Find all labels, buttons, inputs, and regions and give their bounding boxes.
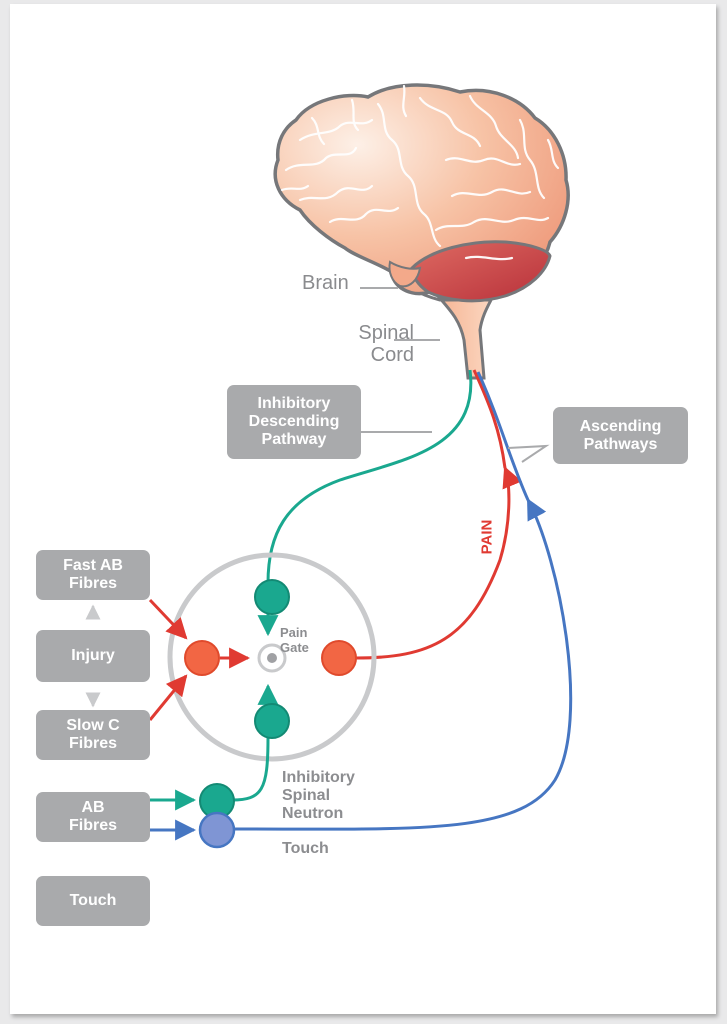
ab-fibres-box: AB Fibres (36, 792, 150, 842)
brain-label: Brain (302, 272, 349, 294)
pain-pathway-line (355, 466, 522, 660)
inhibitory-descending-pathway-box: Inhibitory Descending Pathway (227, 385, 361, 459)
pain-gate-label: Pain Gate (280, 625, 309, 655)
spinal-gate-circle (167, 552, 377, 762)
purple-touch-neuron (198, 811, 236, 849)
inhibitory-spinal-neutron-label: Inhibitory Spinal Neutron (282, 769, 355, 822)
pain-label: PAIN (478, 519, 496, 555)
fast-ab-fibres-box: Fast AB Fibres (36, 550, 150, 600)
slow-c-fibres-box: Slow C Fibres (36, 710, 150, 760)
spinal-cord-label: Spinal Cord (358, 322, 414, 366)
teal-bottom-neuron (254, 703, 290, 739)
brain-illustration (273, 83, 570, 303)
teal-top-neuron (254, 579, 290, 615)
touch-pathway-upper-line (476, 371, 530, 501)
spinal-cord-shape (434, 294, 495, 380)
ascending-pathways-box: Ascending Pathways (553, 407, 688, 464)
orange-output-neuron (321, 640, 357, 676)
touch-pathway-line (231, 498, 573, 831)
inhibitory-descending-line (266, 369, 473, 584)
touch-box: Touch (36, 876, 150, 926)
orange-input-neuron (184, 640, 220, 676)
pain-pathway-upper-line (472, 369, 507, 469)
injury-box: Injury (36, 630, 150, 682)
touch-pathway-label: Touch (282, 840, 329, 857)
pain-gate-dot (267, 653, 277, 663)
